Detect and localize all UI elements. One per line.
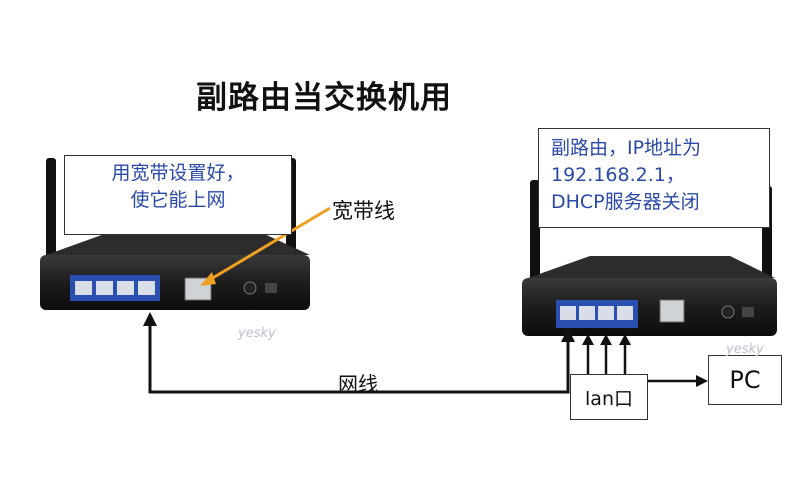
network-cable-label: 网线 — [338, 372, 378, 396]
broadband-arrowhead — [200, 272, 216, 286]
reset-button — [265, 283, 277, 293]
cable-arrowhead-left — [143, 312, 157, 326]
cable-arrowhead-right — [561, 328, 575, 342]
reset-button — [742, 307, 754, 317]
lan-to-pc-arrowhead — [696, 375, 708, 387]
broadband-cable-label: 宽带线 — [332, 199, 395, 223]
wan-port — [659, 299, 685, 323]
lan-arrowhead-2 — [600, 334, 612, 345]
callout-line: DHCP服务器关闭 — [551, 191, 700, 213]
antenna-right-1 — [530, 180, 540, 290]
lan-port-box: lan口 — [570, 374, 648, 420]
callout-line: 副路由，IP地址为 — [551, 137, 702, 159]
watermark: yesky — [238, 326, 276, 341]
lan-port-group — [556, 300, 638, 328]
power-jack — [243, 281, 257, 295]
lan-port-label: lan口 — [585, 387, 633, 410]
main-router-callout: 用宽带设置好， 使它能上网 — [64, 155, 292, 235]
antenna-left-1 — [46, 158, 56, 258]
lan-arrowhead-1 — [582, 334, 594, 345]
lan-arrowhead-3 — [619, 334, 631, 345]
callout-line: 用宽带设置好， — [111, 162, 245, 184]
secondary-router-callout: 副路由，IP地址为 192.168.2.1， DHCP服务器关闭 — [538, 128, 770, 228]
diagram-title: 副路由当交换机用 — [196, 80, 452, 116]
secondary-router — [522, 180, 777, 336]
callout-line: 使它能上网 — [130, 189, 226, 211]
watermark: yesky — [726, 342, 764, 357]
power-jack — [721, 305, 735, 319]
pc-box: PC — [708, 355, 782, 405]
router-top — [528, 256, 775, 278]
broadband-arrow — [205, 206, 331, 284]
lan-port-group — [70, 275, 160, 301]
pc-label: PC — [729, 366, 761, 394]
router-top — [46, 232, 310, 255]
callout-line: 192.168.2.1， — [551, 164, 685, 186]
network-cable-line — [148, 318, 570, 394]
